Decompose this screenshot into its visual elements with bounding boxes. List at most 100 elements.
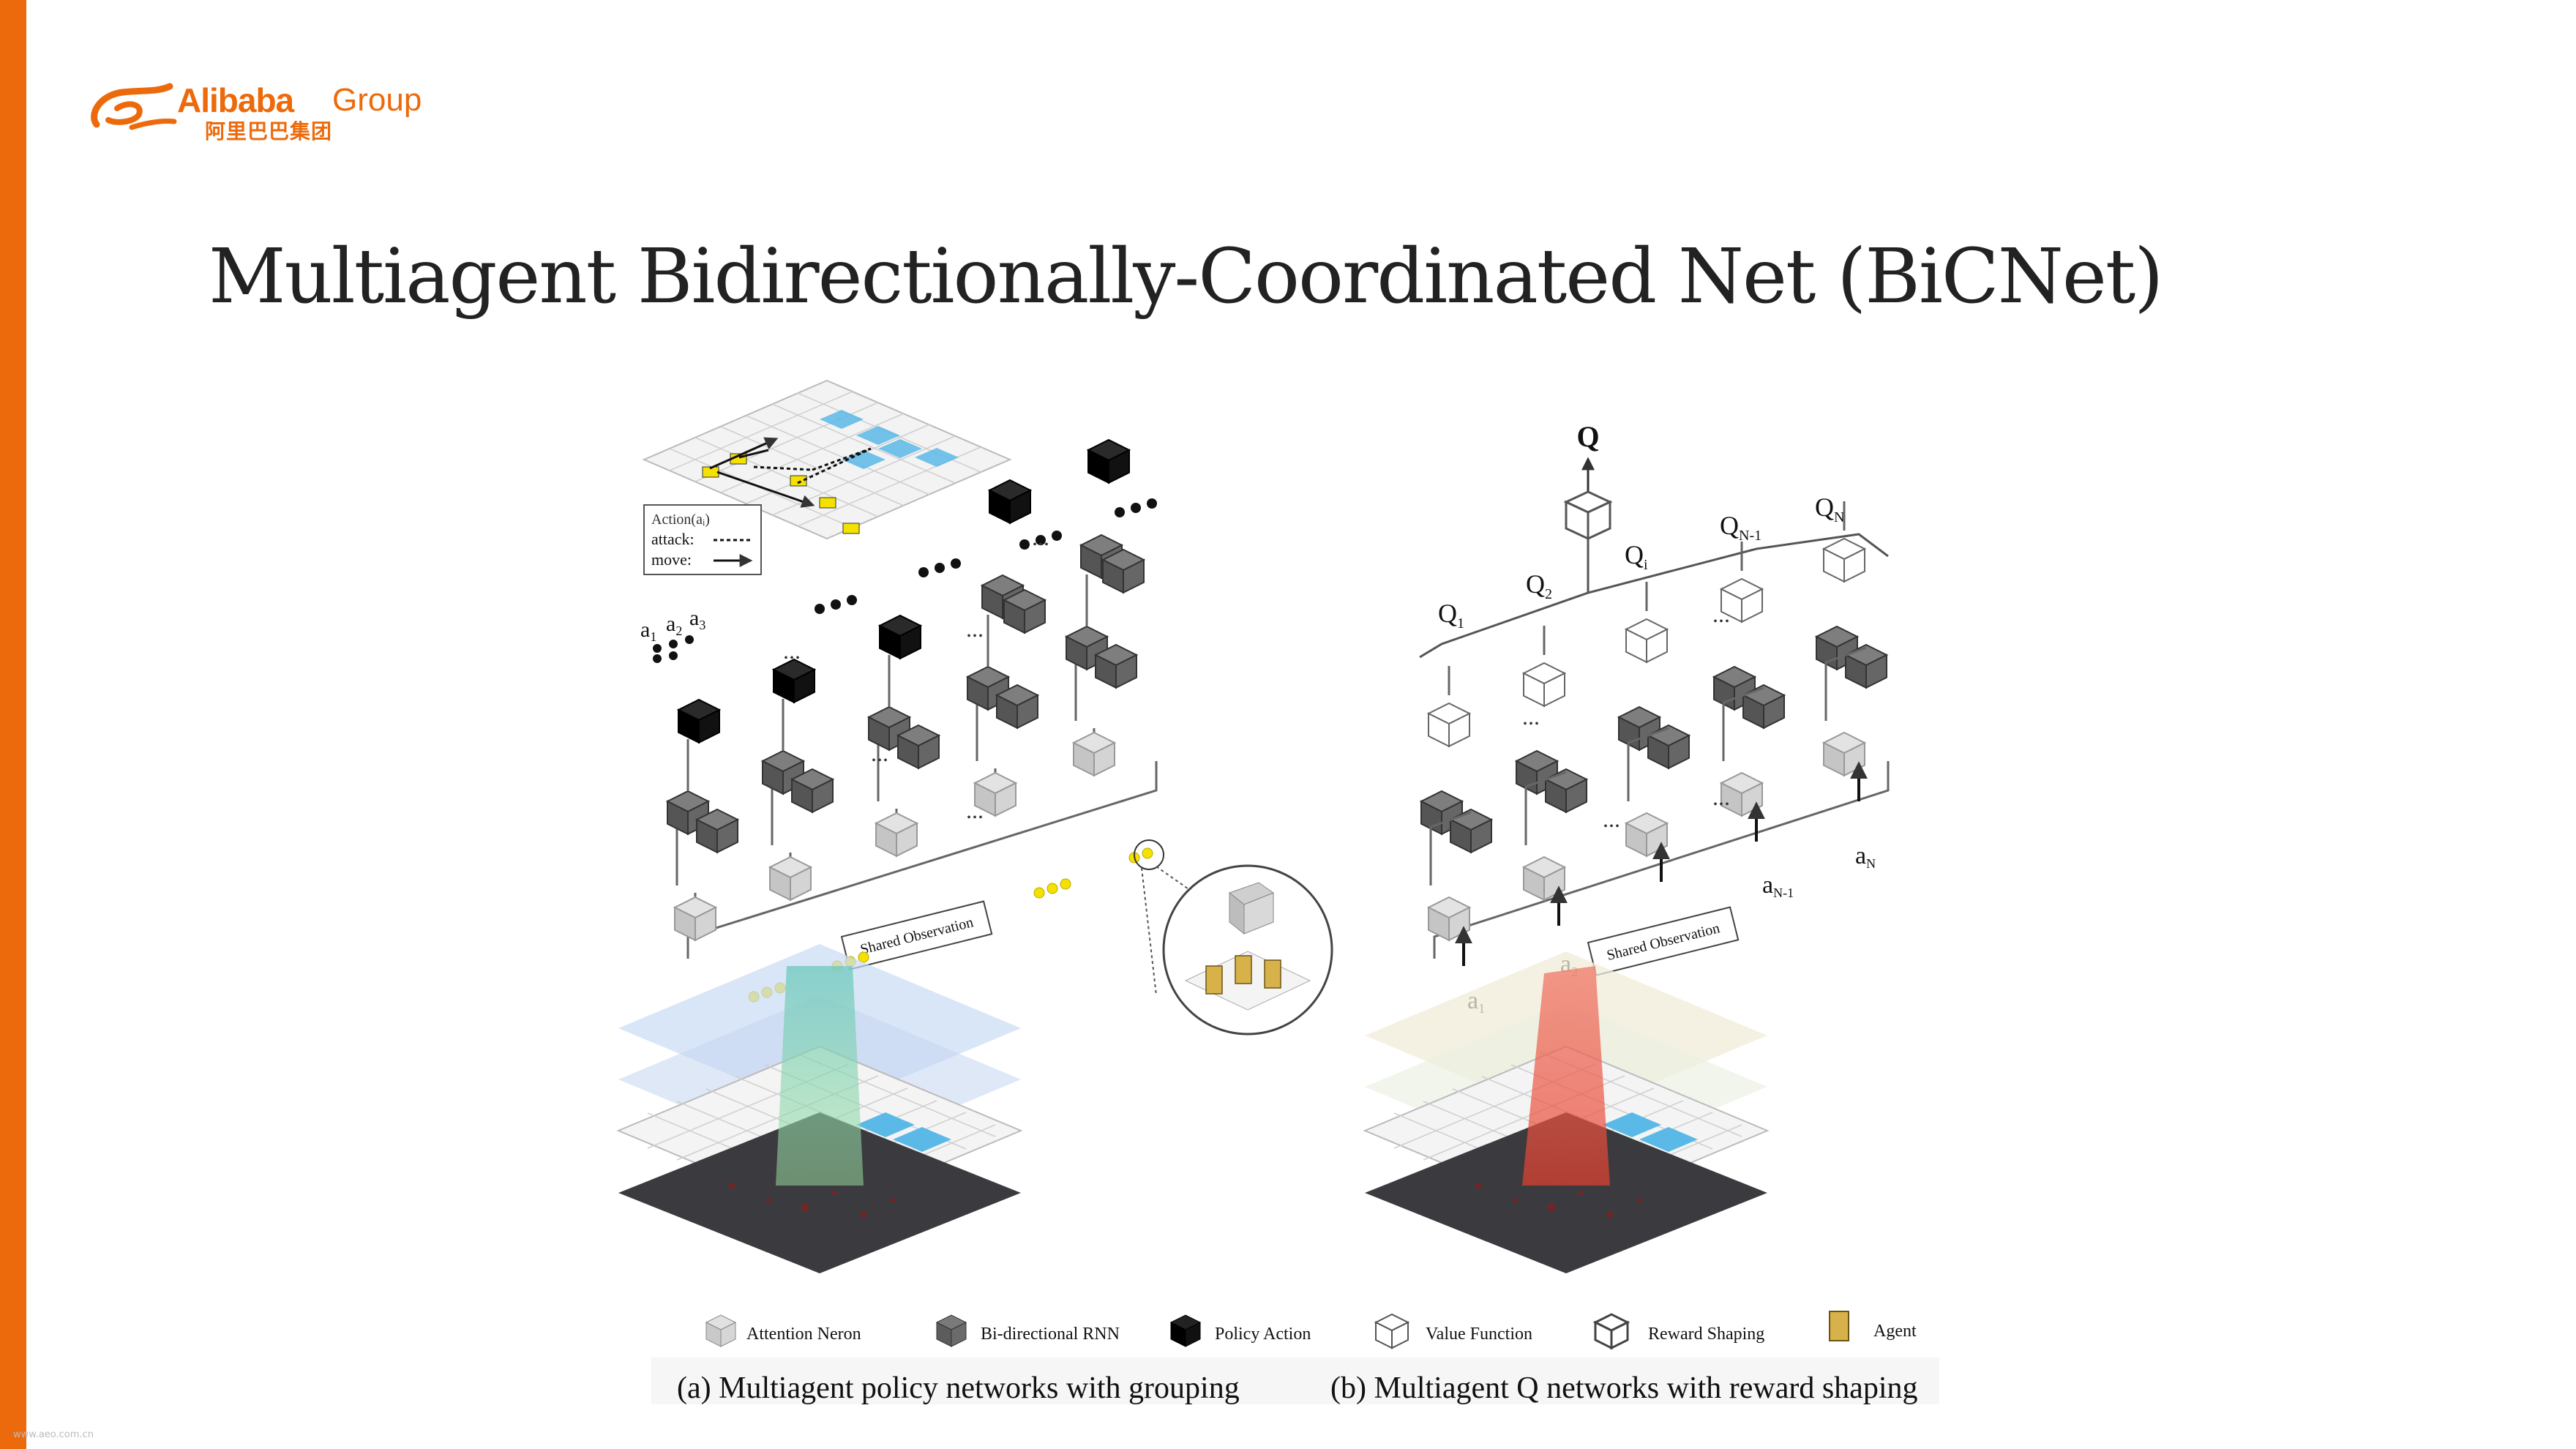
attention-neuron-cube	[673, 896, 718, 942]
birnn-cube	[1448, 808, 1494, 854]
value-function-cube	[1821, 537, 1867, 583]
q-labels: Q1 Q2 Qi QN-1 QN	[1438, 493, 1844, 632]
value-function-label: Value Function	[1426, 1325, 1532, 1344]
birnn-cube	[1002, 588, 1047, 634]
alibaba-group-logo: Alibaba Group 阿里巴巴集团	[88, 79, 454, 149]
right-cube-stacks	[1419, 501, 1890, 966]
action-a3: a	[689, 606, 699, 630]
attention-neuron-legend: Attention Neron	[705, 1314, 861, 1347]
an-sub: N	[1866, 856, 1876, 871]
q-network-diagram: Q Q1 Q2 Qi QN-1 QN Shared Observation a1…	[1363, 420, 1890, 1273]
reward-shaping-label: Reward Shaping	[1648, 1325, 1764, 1344]
shared-observation-box-right: Shared Observation	[1587, 906, 1740, 976]
svg-text:a1: a1	[640, 618, 656, 644]
policy-action-cube	[676, 698, 722, 744]
watermark: www.aeo.com.cn	[13, 1429, 94, 1440]
attention-neuron-cube	[1071, 731, 1117, 777]
svg-text:...: ...	[966, 615, 984, 642]
svg-text:...: ...	[783, 637, 801, 664]
left-action-labels: a1 a2 a3	[640, 606, 705, 644]
caption-strip	[651, 1358, 1939, 1404]
birnn-cube	[1543, 768, 1589, 814]
birnn-label: Bi-directional RNN	[981, 1325, 1120, 1344]
brand-chinese-name: 阿里巴巴集团	[205, 119, 333, 143]
action-dots	[653, 498, 1157, 663]
birnn-legend: Bi-directional RNN	[935, 1314, 1120, 1347]
qi-label: Q	[1625, 540, 1644, 569]
policy-action-cube	[987, 479, 1033, 525]
svg-text:...: ...	[1522, 703, 1540, 730]
policy-action-cube	[771, 658, 817, 704]
qn-label: Q	[1815, 493, 1834, 522]
top-action-grid	[642, 379, 1012, 540]
agent-zoom-inset	[1134, 839, 1333, 1036]
svg-text:...: ...	[966, 797, 984, 823]
reward-shaping-legend: Reward Shaping	[1592, 1313, 1764, 1350]
q1-label: Q	[1438, 599, 1457, 628]
svg-text:QN: QN	[1815, 493, 1844, 525]
action-a2: a	[666, 612, 675, 636]
svg-text:Qi: Qi	[1625, 540, 1648, 573]
birnn-cube	[1741, 684, 1786, 730]
svg-text:QN-1: QN-1	[1720, 511, 1761, 544]
birnn-cube	[694, 808, 740, 854]
q1-sub: 1	[1457, 615, 1464, 632]
brand-name: Alibaba	[177, 81, 294, 119]
svg-text:a3: a3	[689, 606, 705, 632]
left-feature-layers	[616, 944, 1023, 1273]
birnn-cube	[1101, 548, 1146, 594]
ellipses: ... ... ... ... ... ... ... ... ...	[783, 524, 1730, 832]
attention-neuron-cube	[973, 771, 1018, 817]
attention-neuron-cube	[874, 812, 919, 858]
value-function-cube	[1624, 618, 1669, 664]
attention-neuron-cube	[1426, 896, 1472, 942]
svg-text:Q1: Q1	[1438, 599, 1464, 632]
policy-action-legend: Policy Action	[1169, 1314, 1311, 1347]
action-legend-title: Action(aᵢ)	[651, 512, 710, 528]
svg-text:...: ...	[1712, 784, 1730, 810]
attack-label: attack:	[651, 530, 694, 548]
an1-sub: N-1	[1773, 886, 1794, 900]
agent-label: Agent	[1873, 1322, 1917, 1341]
qi-sub: i	[1644, 557, 1648, 573]
value-function-cube	[1719, 577, 1764, 624]
birnn-cube	[1646, 724, 1691, 770]
slide-title: Multiagent Bidirectionally-Coordinated N…	[209, 233, 2163, 321]
birnn-cube	[790, 768, 835, 814]
policy-action-cube	[877, 614, 923, 660]
caption-right: (b) Multiagent Q networks with reward sh…	[1330, 1371, 1918, 1405]
value-function-legend: Value Function	[1374, 1313, 1532, 1349]
policy-network-diagram: Action(aᵢ) attack: move: a1 a2 a3 Shared…	[616, 379, 1333, 1273]
agent-legend: Agent	[1829, 1311, 1917, 1341]
action-a1-sub: 1	[650, 629, 656, 644]
action-a2-sub: 2	[675, 624, 682, 638]
qn1-label: Q	[1720, 511, 1739, 540]
right-feature-layers	[1363, 951, 1770, 1273]
action-a3-sub: 3	[699, 618, 705, 632]
action-legend-box: Action(aᵢ) attack: move:	[643, 504, 762, 575]
svg-text:a2: a2	[666, 612, 682, 638]
bicnet-figure: Action(aᵢ) attack: move: a1 a2 a3 Shared…	[616, 379, 2020, 1427]
reward-shaping-cube-top	[1563, 490, 1613, 541]
move-label: move:	[651, 550, 692, 569]
alibaba-swoosh-icon	[91, 83, 177, 130]
qn-sub: N	[1834, 509, 1844, 525]
birnn-cube	[896, 724, 941, 770]
left-cube-stacks	[665, 438, 1158, 959]
an1-label: a	[1762, 872, 1773, 899]
value-function-cube	[1521, 662, 1567, 708]
an-label: a	[1855, 842, 1866, 869]
svg-text:...: ...	[1712, 601, 1730, 627]
figure-legend: Attention Neron Bi-directional RNN Polic…	[705, 1311, 1917, 1350]
qn1-sub: N-1	[1739, 528, 1761, 544]
attention-neuron-label: Attention Neron	[746, 1325, 861, 1344]
svg-text:Q2: Q2	[1526, 569, 1552, 602]
svg-text:...: ...	[1603, 806, 1620, 832]
birnn-cube	[995, 684, 1040, 730]
policy-action-cube	[1086, 438, 1131, 484]
policy-action-label: Policy Action	[1215, 1325, 1311, 1344]
value-function-cube	[1426, 702, 1472, 748]
birnn-cube	[1093, 643, 1139, 689]
attention-neuron-cube	[1821, 731, 1867, 777]
birnn-cube	[1843, 643, 1889, 689]
